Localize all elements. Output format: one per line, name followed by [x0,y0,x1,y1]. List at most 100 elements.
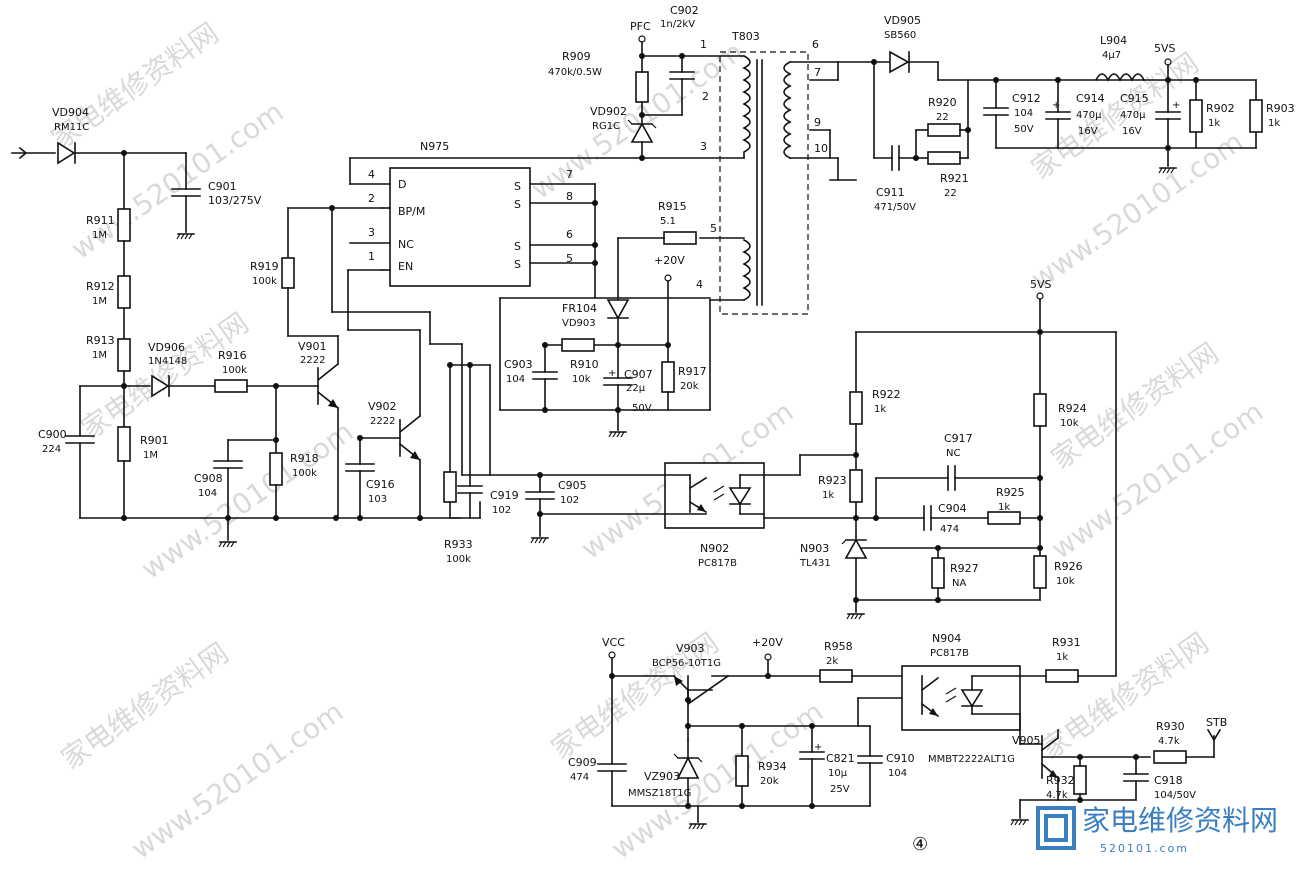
c912-voltage: 50V [1014,124,1034,135]
c900-label: C900 [38,428,67,441]
r930-resistor [1153,750,1187,764]
n902-optocoupler [664,462,765,529]
r903-label: R903 [1266,102,1295,115]
c914-voltage: 16V [1078,126,1098,137]
svg-text:+: + [814,742,822,753]
ic-pin-num: 5 [566,252,573,265]
t803-pin: 3 [700,140,707,153]
r933-value: 100k [446,554,471,565]
v903-value: BCP56-10T1G [652,658,721,669]
transformer-t803-outline [719,51,809,315]
r901-value: 1M [143,450,158,461]
r919-label: R919 [250,260,279,273]
c912-value: 104 [1014,108,1033,119]
vz903-value: MMSZ18T1G [628,788,691,799]
r918-label: R918 [290,452,319,465]
r911-resistor [117,208,131,242]
n903-label: N903 [800,542,829,555]
r922-resistor [849,391,863,425]
c911-label: C911 [876,186,905,199]
r909-label: R909 [562,50,591,63]
r901-label: R901 [140,434,169,447]
c907-voltage: 50V [632,403,652,414]
c910-value: 104 [888,768,907,779]
r923-value: 1k [822,490,834,501]
r931-label: R931 [1052,636,1081,649]
r933-label: R933 [444,538,473,551]
r917-resistor [661,361,675,393]
r919-resistor [281,257,295,289]
pfc-label: PFC [630,20,651,33]
vcc-label: VCC [602,636,625,649]
t803-pin: 6 [812,38,819,51]
site-logo: 家电维修资料网 520101.com [1036,804,1278,855]
t803-secondary-winding [783,60,792,160]
r910-resistor [561,338,595,352]
v901-value: 2222 [300,355,325,366]
stb-label: STB [1206,716,1227,729]
r910-value: 10k [572,374,591,385]
watermark-url: www.520101.com [1045,395,1269,566]
n904-value: PC817B [930,648,969,659]
c916-label: C916 [366,478,395,491]
r915-label: R915 [658,200,687,213]
r932-value: 4.7k [1046,790,1068,801]
ic-n975: N975 D BP/M NC EN S S S S 4 2 3 1 7 8 6 … [349,140,745,411]
ground-icon [608,431,627,438]
v905-label: V905 [1012,734,1041,747]
r920-resistor [927,123,961,137]
c821-label: C821 [826,752,855,765]
5vs-label-a: 5VS [1154,42,1176,55]
r924-label: R924 [1058,402,1087,415]
c907-value: 22μ [626,383,646,394]
n904-label: N904 [932,632,961,645]
vd905-value: SB560 [884,30,916,41]
r925-resistor [987,511,1021,525]
ic-pin-num: 7 [566,168,573,181]
r920-value: 22 [936,112,949,123]
v902-label: V902 [368,400,397,413]
vz903-zener-symbol [676,756,700,779]
r934-label: R934 [758,760,787,773]
vd905-diode-symbol [889,50,910,74]
svg-text:+: + [608,368,616,379]
fr104-label: FR104 [562,302,597,315]
fr104-diode-symbol [606,299,630,320]
r918-value: 100k [292,468,317,479]
ground-icon [218,541,237,548]
r917-label: R917 [678,365,707,378]
watermark-url: www.520101.com [605,695,829,866]
r920-label: R920 [928,96,957,109]
vd904-label: VD904 [52,106,89,119]
ic-pin-s: S [514,258,521,271]
c909-label: C909 [568,756,597,769]
r902-label: R902 [1206,102,1235,115]
r922-value: 1k [874,404,886,415]
c905-value: 102 [560,495,579,506]
t803-pin: 5 [710,222,717,235]
r919-value: 100k [252,276,277,287]
ic-pin-d: D [398,178,406,191]
c909-value: 474 [570,772,589,783]
ground-icon [846,613,865,620]
r932-label: R932 [1046,774,1075,787]
c908-value: 104 [198,488,217,499]
r925-label: R925 [996,486,1025,499]
r916-value: 100k [222,365,247,376]
t803-aux-winding [742,238,751,302]
r921-value: 22 [944,188,957,199]
t803-pin: 10 [814,142,828,155]
c904-label: C904 [938,502,967,515]
c915-value: 470μ [1120,110,1146,121]
r921-label: R921 [940,172,969,185]
c917-label: C917 [944,432,973,445]
l904-value: 4μ7 [1102,50,1121,61]
r934-value: 20k [760,776,779,787]
r912-value: 1M [92,296,107,307]
c919-value: 102 [492,505,511,516]
c916-value: 103 [368,494,387,505]
l904-label: L904 [1100,34,1127,47]
vd906-value: 1N4148 [148,356,187,367]
r912-label: R912 [86,280,115,293]
